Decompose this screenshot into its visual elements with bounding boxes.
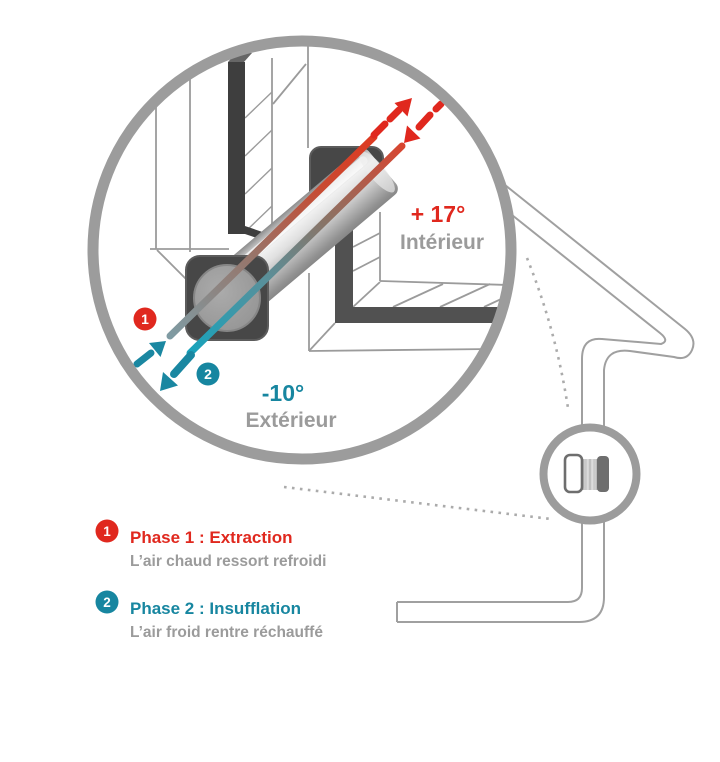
wall-unit-icon — [563, 453, 609, 494]
legend-badge-2-number: 2 — [103, 595, 111, 610]
magnifier-content: 1 2 + 17° Intérieur -10° Extérieur — [98, 46, 506, 454]
marker-2-badge: 2 — [196, 362, 220, 386]
marker-1-badge: 1 — [133, 307, 157, 331]
wall-cutaway — [150, 46, 309, 281]
marker-1-number: 1 — [141, 311, 149, 327]
extraction-flow-line — [186, 142, 406, 357]
cold-air-out-arrow — [160, 351, 195, 391]
ghost-wall-bars — [100, 46, 137, 80]
house-roof-outer-line — [397, 184, 695, 623]
exterior-temp-label: -10° — [262, 380, 304, 406]
legend-title-extraction: Phase 1 : Extraction — [130, 528, 293, 547]
exterior-air-arrows — [133, 341, 195, 391]
magnifier-ring — [87, 35, 517, 465]
exterior-label: Extérieur — [245, 409, 336, 432]
marker-2-number: 2 — [204, 366, 212, 382]
interior-label: Intérieur — [400, 231, 484, 254]
legend-badge-2 — [95, 590, 119, 614]
legend-badge-1-number: 1 — [103, 524, 111, 539]
wall-hatching — [244, 91, 273, 233]
legend-badge-1 — [95, 519, 119, 543]
legend-title-insufflation: Phase 2 : Insufflation — [130, 599, 301, 618]
callout-dotted-line-upper — [525, 257, 570, 409]
warm-air-in-arrow — [404, 100, 445, 143]
warm-air-out-arrow — [370, 98, 412, 139]
legend-desc-insufflation: L’air froid rentre réchauffé — [130, 624, 323, 641]
insufflation-flow-line — [166, 133, 378, 340]
legend-desc-extraction: L’air chaud ressort refroidi — [130, 553, 326, 570]
callout-dotted-lines — [283, 257, 570, 521]
legend: 1 Phase 1 : Extraction L’air chaud resso… — [95, 519, 326, 641]
legend-item-insufflation: 2 Phase 2 : Insufflation L’air froid ren… — [95, 590, 323, 641]
house-roof-inner-line — [397, 214, 667, 603]
wall-unit-callout — [539, 423, 641, 525]
interior-air-arrows — [370, 98, 445, 143]
cold-air-in-arrow — [133, 341, 166, 368]
house-outline — [396, 184, 695, 623]
tube-end-cap — [193, 264, 261, 332]
legend-item-extraction: 1 Phase 1 : Extraction L’air chaud resso… — [95, 519, 326, 570]
callout-dotted-line-lower — [283, 485, 552, 521]
interior-temp-label: + 17° — [411, 201, 466, 227]
